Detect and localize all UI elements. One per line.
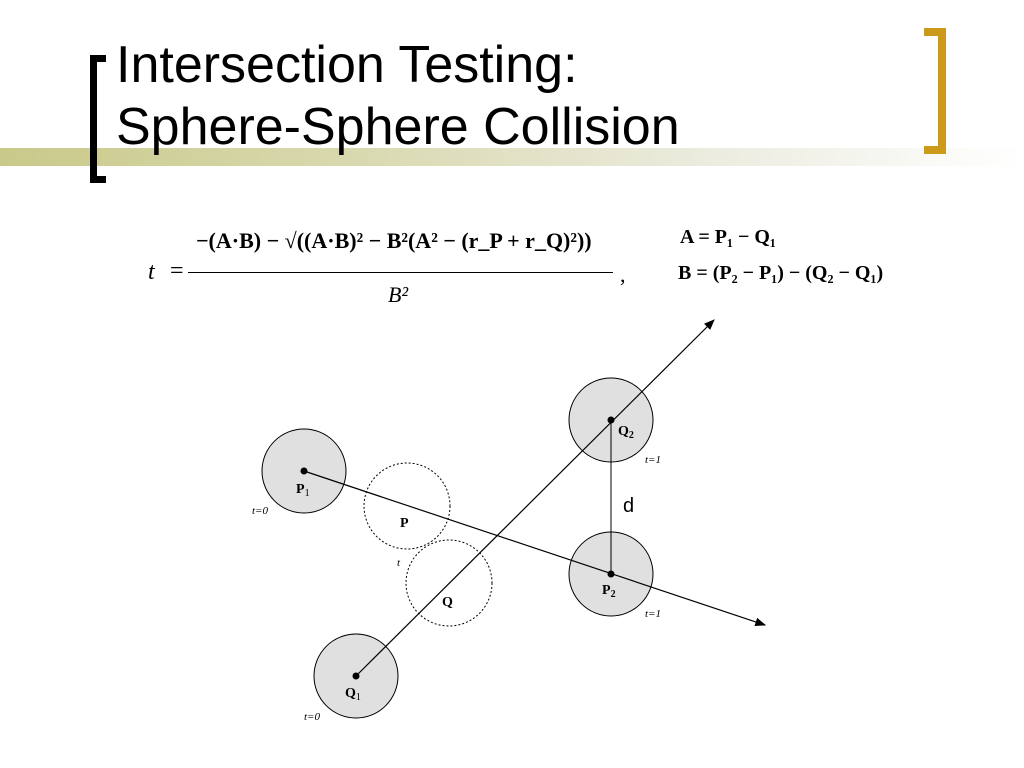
label-p: P [400, 516, 409, 531]
label-t0-q: t=0 [304, 711, 320, 723]
label-t0-p: t=0 [252, 505, 268, 517]
sphere-q-dashed [405, 539, 493, 627]
label-p1: P1 [296, 482, 310, 499]
trajectory-p [303, 470, 767, 627]
label-distance-d: d [623, 495, 634, 517]
slide-title: Intersection Testing: Sphere-Sphere Coll… [116, 34, 896, 158]
equation-numerator: −(A·B) − √((A·B)² − B²(A² − (r_P + r_Q)²… [196, 228, 592, 253]
label-t1-q: t=1 [645, 454, 661, 466]
left-bracket-decoration [90, 55, 106, 183]
label-p2: P2 [602, 583, 616, 600]
sphere-p-dashed [363, 462, 451, 550]
definition-A: A = P₁ − Q₁ [680, 226, 776, 248]
equation-comma: , [620, 262, 626, 287]
label-q1: Q1 [345, 686, 361, 703]
label-q2: Q2 [618, 424, 634, 441]
label-q: Q [442, 595, 453, 610]
equation-fraction-bar [188, 272, 613, 273]
label-t-mid: t [397, 557, 401, 569]
point-p1 [300, 467, 308, 475]
title-underline-bar [0, 148, 1024, 166]
definition-B: B = (P₂ − P₁) − (Q₂ − Q₁) [678, 262, 884, 284]
point-q2 [607, 416, 615, 424]
title-line-2: Sphere-Sphere Collision [116, 98, 680, 156]
equation-equals: = [170, 258, 184, 284]
equation-lhs: t [148, 259, 155, 285]
title-line-1: Intersection Testing: [116, 36, 578, 94]
right-bracket-decoration [924, 28, 946, 154]
point-q1 [352, 672, 360, 680]
label-t1-p: t=1 [645, 608, 661, 620]
point-p2 [607, 570, 615, 578]
equation-denominator: B² [388, 282, 409, 307]
trajectory-q [355, 319, 715, 677]
